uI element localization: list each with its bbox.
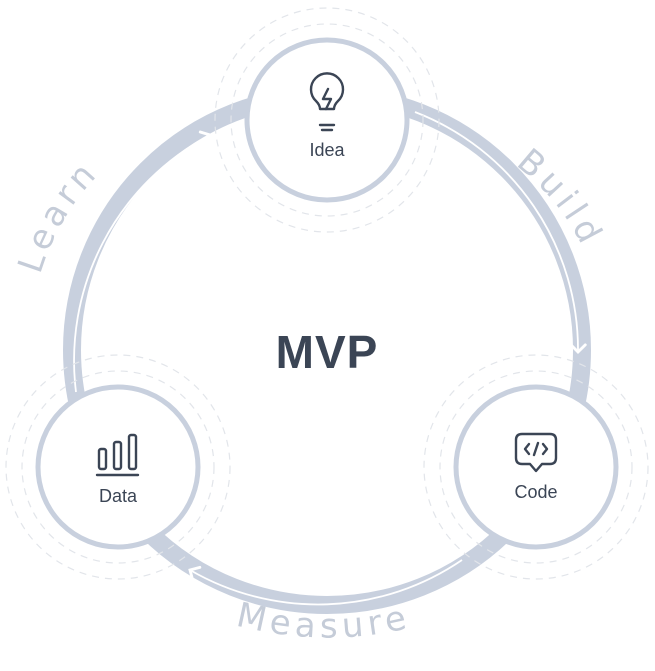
measure-arrow — [188, 559, 463, 606]
node-label-data: Data — [99, 486, 138, 506]
node-label-code: Code — [514, 482, 557, 502]
lightbulb-icon — [309, 72, 345, 132]
node-idea: Idea — [244, 37, 410, 203]
node-data: Data — [35, 384, 201, 550]
center-title: MVP — [276, 326, 379, 378]
bar-chart-icon — [95, 433, 140, 477]
code-halo — [423, 354, 649, 580]
idea-halo — [214, 7, 440, 233]
data-halo — [5, 354, 231, 580]
learn-arrow — [73, 130, 212, 393]
node-code: Code — [453, 384, 619, 550]
build-arrow — [414, 111, 587, 355]
node-label-idea: Idea — [309, 140, 345, 160]
code-bubble-icon — [514, 432, 558, 473]
